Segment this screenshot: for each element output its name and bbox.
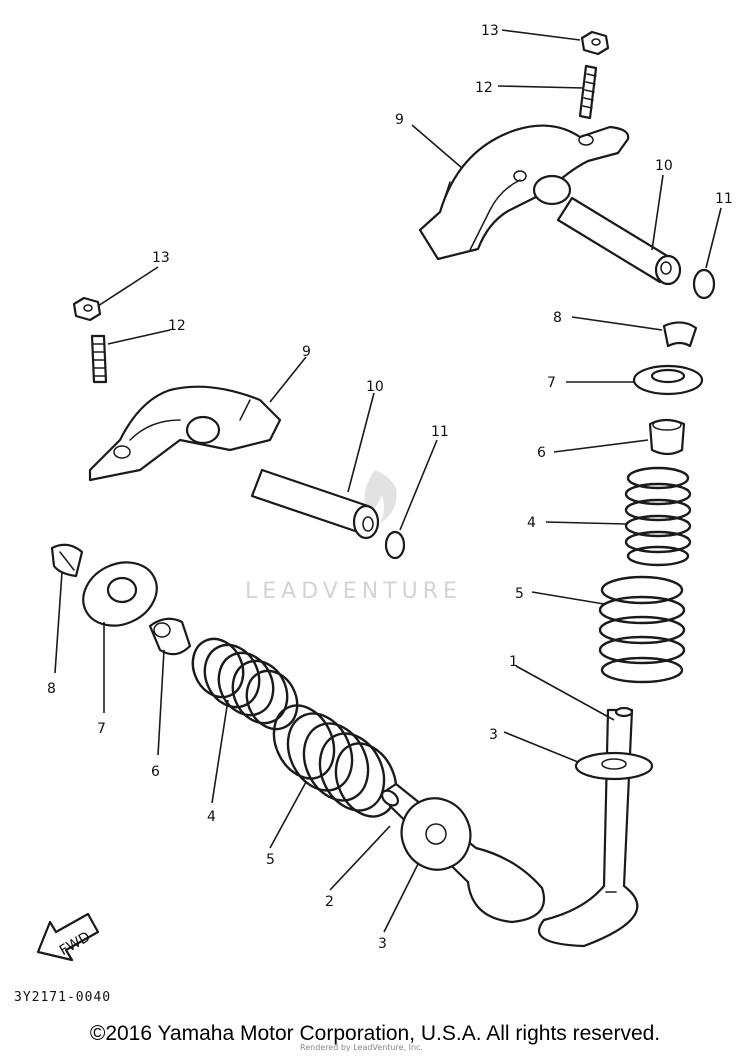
spring-seat-left [400,797,472,871]
outer-spring-right [598,575,686,684]
callout-11-middle: 11 [431,424,449,440]
upper-rocker-assembly [418,30,716,300]
callout-8-left: 8 [47,681,56,697]
callout-9-middle: 9 [302,344,311,360]
callout-5-left: 5 [266,852,275,868]
callout-4-left: 4 [207,809,216,825]
callout-6-right: 6 [537,445,546,461]
middle-rocker-assembly [72,296,406,560]
small-credit-text: Rendered by LeadVenture, Inc. [300,1043,423,1052]
inner-spring-right [624,466,692,567]
watermark-text: LEADVENTURE [245,579,462,604]
callout-7-right: 7 [547,375,556,391]
callout-5-right: 5 [515,586,524,602]
cotter-left [50,543,84,578]
spring-seat-right [574,751,654,781]
callout-10-upper: 10 [655,158,673,174]
callout-9-upper: 9 [395,112,404,128]
callout-12-upper: 12 [475,80,493,96]
adjust-screw-upper [578,64,598,120]
callout-6-left: 6 [151,764,160,780]
nut-middle [72,296,102,322]
o-ring-upper [692,268,716,300]
nut-upper [580,30,610,56]
forward-arrow-icon: FWD [36,912,100,962]
left-valve-stack [50,543,545,924]
callout-3-left: 3 [378,936,387,952]
callout-4-right: 4 [527,515,536,531]
valve-right [537,706,639,948]
callout-13-upper: 13 [481,23,499,39]
cotter-right [662,321,698,348]
rocker-shaft-upper [556,196,682,286]
callout-1-right: 1 [509,654,518,670]
outer-spring-left [272,704,398,818]
callout-2-left: 2 [325,894,334,910]
callout-11-upper: 11 [715,191,733,207]
retainer-right [632,364,704,396]
right-valve-stack [537,321,704,948]
adjust-screw-middle [90,334,108,384]
callout-10-middle: 10 [366,379,384,395]
oil-seal-left [148,617,192,656]
rocker-arm-upper [418,124,630,261]
inner-spring-left [191,637,299,731]
diagram-reference-code: 3Y2171-0040 [14,990,112,1005]
callout-3-right: 3 [489,727,498,743]
copyright-notice: ©2016 Yamaha Motor Corporation, U.S.A. A… [89,1022,661,1045]
o-ring-middle [384,530,406,560]
retainer-left [82,561,158,627]
callout-8-right: 8 [553,310,562,326]
callout-13-middle: 13 [152,250,170,266]
rocker-arm-middle [88,385,282,482]
oil-seal-right [648,418,686,456]
callout-12-middle: 12 [168,318,186,334]
rocker-shaft-middle [250,468,380,540]
callout-numbers: 13 12 9 10 11 13 12 9 10 11 8 7 6 4 5 1 … [47,23,733,952]
callout-7-left: 7 [97,721,106,737]
leader-lines [54,29,722,933]
